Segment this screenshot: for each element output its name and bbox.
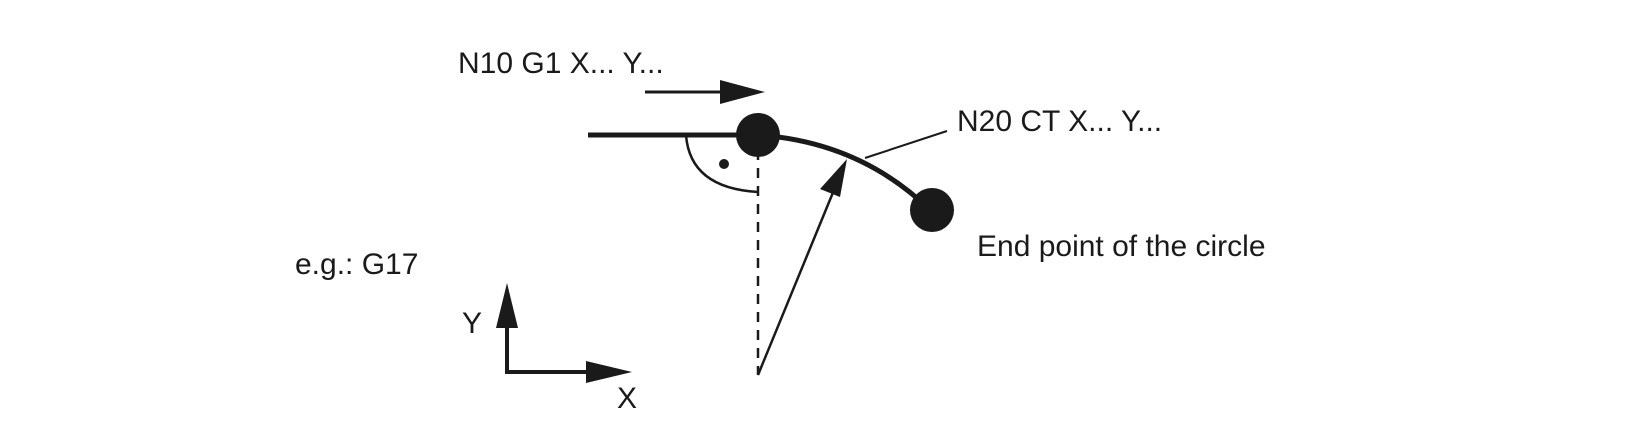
n10-block-label: N10 G1 X... Y... xyxy=(458,47,664,80)
x-axis-label: X xyxy=(617,382,637,415)
plane-label: e.g.: G17 xyxy=(295,248,418,281)
direction-arrowhead xyxy=(720,80,765,104)
end-point-label: End point of the circle xyxy=(977,230,1266,263)
start-point-dot xyxy=(736,113,780,157)
n20-block-label: N20 CT X... Y... xyxy=(957,105,1162,138)
right-angle-arc xyxy=(684,134,759,194)
tangential-arc xyxy=(757,132,932,212)
radius-arrowhead xyxy=(820,159,847,197)
end-point-dot xyxy=(910,188,954,232)
radius-arrow-shaft xyxy=(756,189,836,376)
n20-leader-line xyxy=(864,130,948,159)
x-axis-arrowhead xyxy=(586,361,632,383)
right-angle-dot xyxy=(719,159,729,169)
y-axis-arrowhead xyxy=(496,283,518,328)
y-axis-label: Y xyxy=(462,307,482,340)
